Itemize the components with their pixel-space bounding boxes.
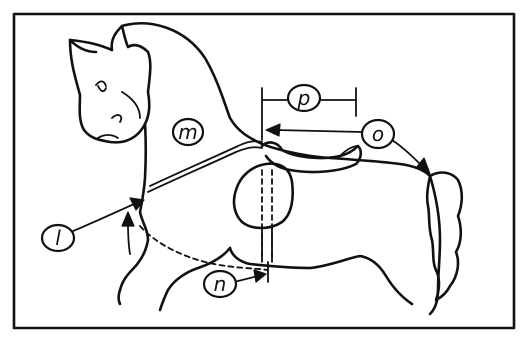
label-l-text: l — [55, 226, 61, 250]
label-p-bubble — [286, 83, 322, 113]
horse-head-outline — [68, 24, 152, 144]
arrow-l-up-head — [121, 211, 135, 227]
arrow-n-head — [253, 269, 267, 283]
arrow-l-shaft — [65, 203, 135, 235]
label-n: n — [202, 269, 238, 299]
horse-tail — [425, 171, 464, 302]
arrow-o-right-shaft — [391, 139, 423, 167]
horse-nostril — [111, 114, 123, 123]
label-m-bubble — [171, 117, 205, 147]
saddle-seat — [260, 141, 363, 174]
horse-mouth — [97, 134, 119, 139]
horse-belly-outline — [228, 246, 414, 306]
girth-strap-lower — [261, 227, 273, 263]
saddle-flap — [232, 162, 294, 230]
label-o: o — [360, 118, 396, 150]
label-l-bubble — [40, 223, 76, 253]
measurement-line-m — [149, 140, 263, 187]
arrow-o-left-shaft — [275, 129, 363, 133]
arrow-o-right-head — [415, 157, 431, 175]
label-l: l — [40, 223, 76, 253]
horse-back-outline — [256, 140, 432, 178]
horse-crest-outline — [120, 22, 260, 144]
label-n-text: n — [214, 272, 227, 296]
diagram-frame — [12, 12, 516, 330]
horse-throat-outline — [118, 122, 150, 292]
horse-ear-left — [68, 38, 98, 54]
label-m-text: m — [178, 120, 197, 144]
horse-cheek — [121, 91, 141, 119]
horse-hindquarter-outline — [428, 174, 442, 316]
measurement-bracket-p — [261, 87, 357, 141]
arrow-n-shaft — [233, 275, 259, 283]
label-p-text: p — [297, 86, 311, 110]
horse-forearm-outline — [158, 246, 232, 312]
arrow-o-left-head — [265, 123, 281, 137]
label-o-text: o — [372, 122, 384, 146]
measurement-line-chest — [139, 225, 269, 271]
label-p: p — [286, 83, 322, 113]
horse-eye — [95, 80, 107, 93]
measurement-line-m-lower — [147, 146, 263, 193]
label-m: m — [171, 117, 205, 147]
label-o-bubble — [360, 118, 396, 150]
saddle-cantle — [339, 145, 359, 157]
arrow-l-head — [129, 197, 145, 211]
label-n-bubble — [202, 269, 238, 299]
arrow-l-up-shaft — [127, 221, 131, 255]
horse-foreleg-outline — [117, 288, 122, 306]
